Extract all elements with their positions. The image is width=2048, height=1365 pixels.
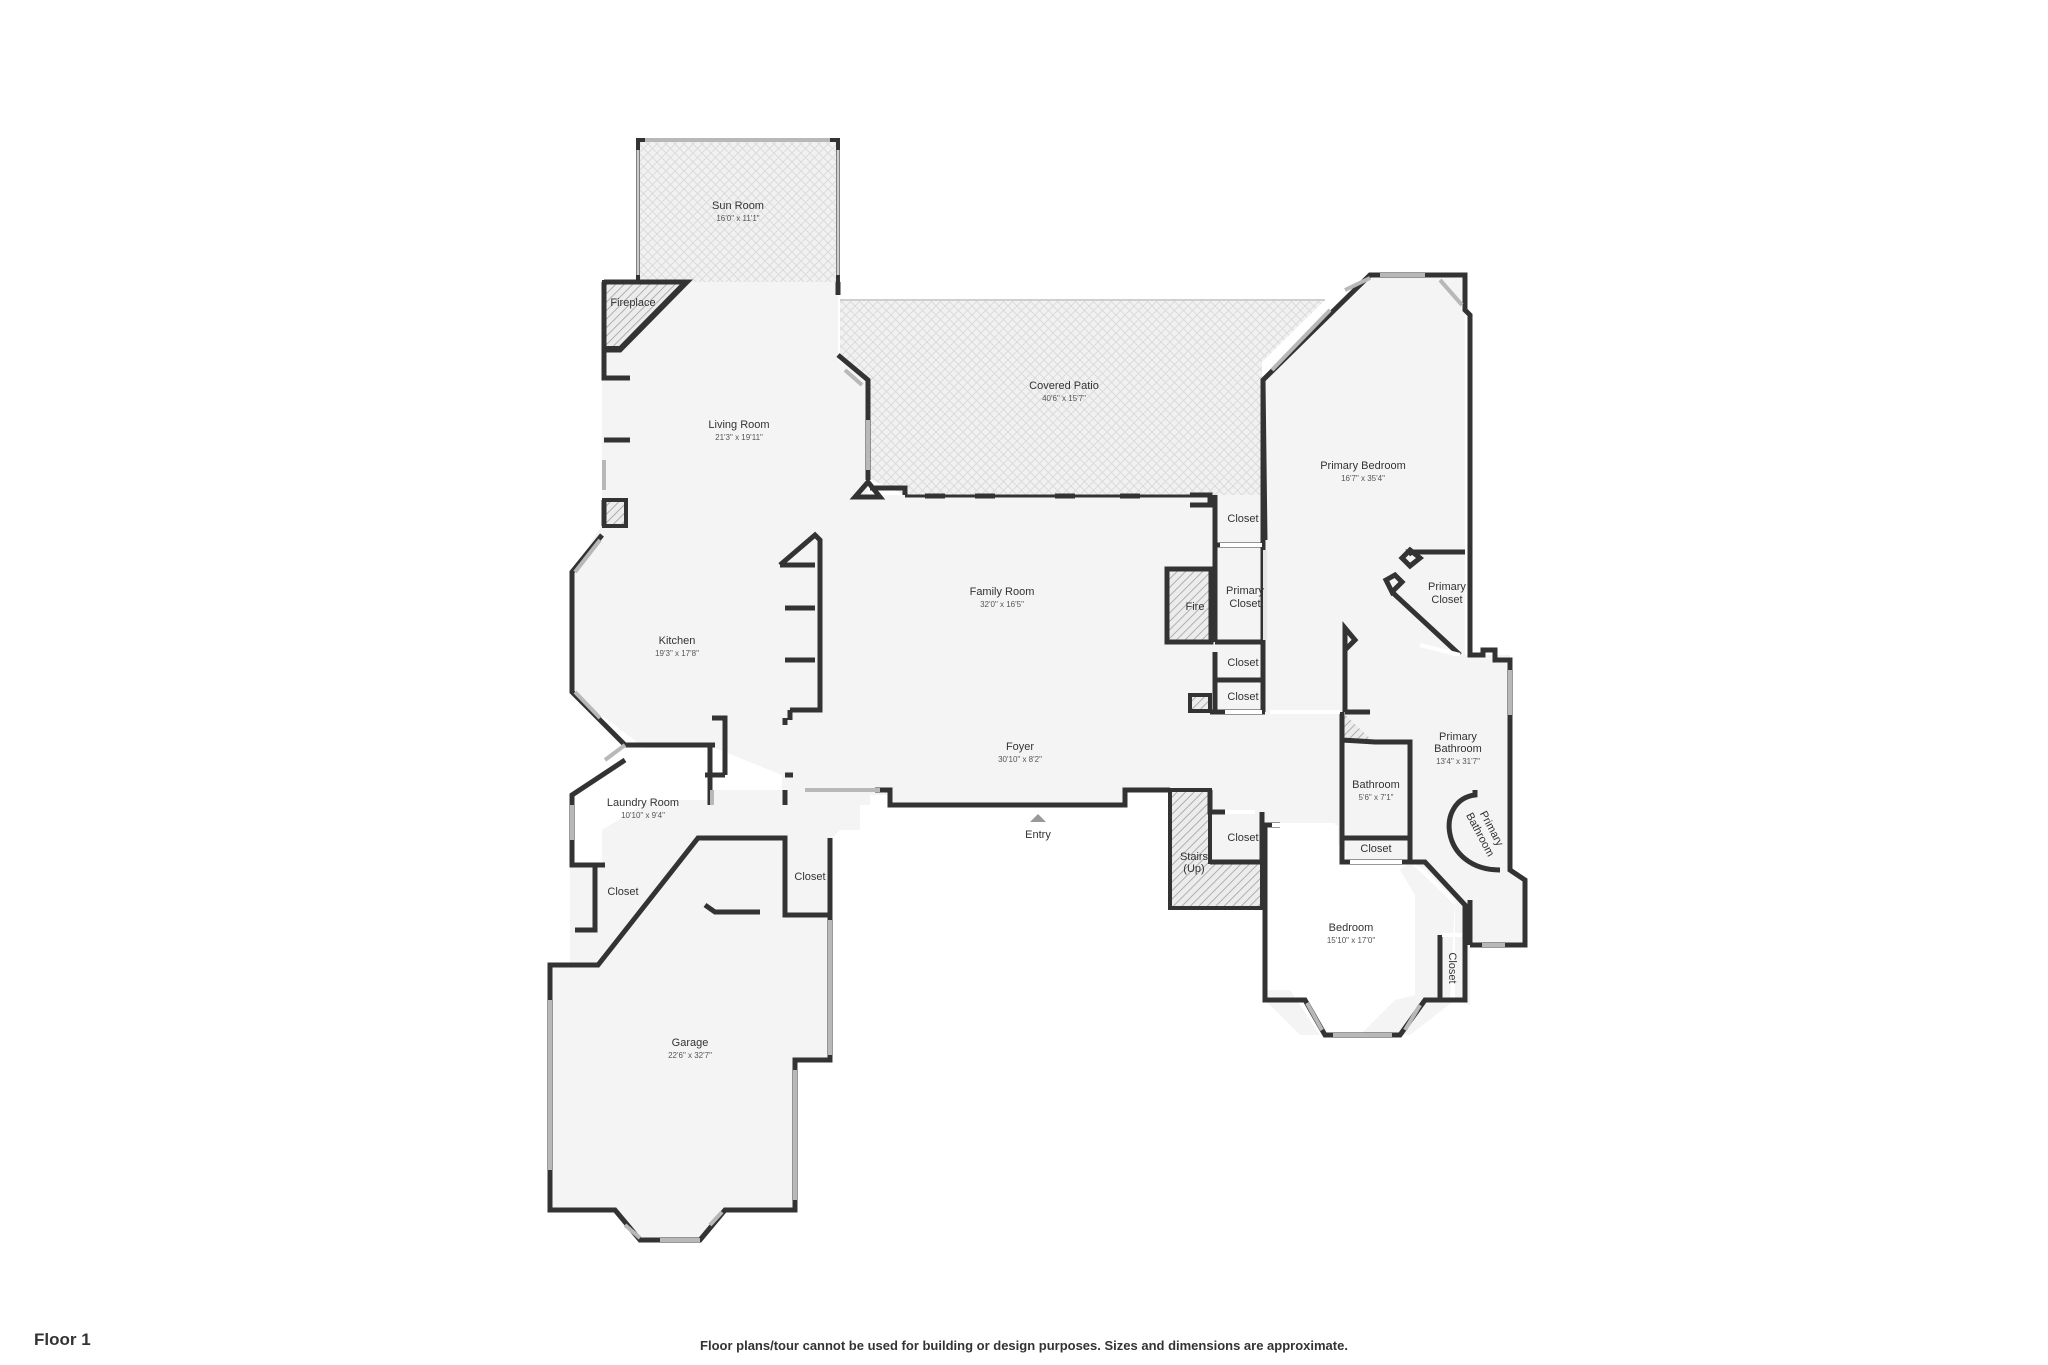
entry-label: Entry (1025, 829, 1051, 841)
primary-bathroom-name-2: Bathroom (1434, 743, 1482, 755)
primary-closet-right-name-1: Primary (1428, 581, 1466, 593)
windows (548, 273, 1512, 1242)
closet-pillar (1188, 693, 1212, 713)
primary-closet-mid-name-2: Closet (1229, 598, 1260, 610)
sun-room (636, 138, 840, 282)
family-room-dim: 32'0" x 16'5" (980, 600, 1024, 609)
bedroom-name: Bedroom (1329, 922, 1374, 934)
stairs-name-1: Stairs (1180, 851, 1209, 863)
fire-label: Fire (1186, 601, 1205, 613)
living-room-name: Living Room (708, 419, 769, 431)
closet-label-7: Closet (607, 886, 638, 898)
closet-label-8-group: Closet (1446, 952, 1458, 983)
kitchen-name: Kitchen (659, 635, 696, 647)
closet-label-1: Closet (1227, 513, 1258, 525)
walls (547, 272, 1528, 1243)
closet-label-4: Closet (1227, 832, 1258, 844)
closet-label-5: Closet (1360, 843, 1391, 855)
closet-label-8: Closet (1446, 952, 1458, 983)
bathroom-corner-hatch (1342, 712, 1374, 742)
garage-name: Garage (672, 1037, 709, 1049)
room-labels: Sun Room 16'0" x 11'1" Covered Patio 40'… (607, 200, 1506, 1060)
disclaimer-text: Floor plans/tour cannot be used for buil… (700, 1338, 1348, 1353)
sun-room-name: Sun Room (712, 200, 764, 212)
primary-bathroom-name-1: Primary (1439, 731, 1477, 743)
bathroom-dim: 5'6" x 7'1" (1359, 793, 1394, 802)
living-pillar (602, 498, 628, 528)
covered-patio (840, 299, 1325, 495)
primary-bathroom-dim: 13'4" x 31'7" (1436, 757, 1480, 766)
laundry-room-name: Laundry Room (607, 797, 679, 809)
bathroom-name: Bathroom (1352, 779, 1400, 791)
primary-bedroom-dim: 16'7" x 35'4" (1341, 474, 1385, 483)
fireplace-label: Fireplace (610, 297, 655, 309)
sun-room-dim: 16'0" x 11'1" (716, 214, 759, 223)
house-floor (550, 275, 1525, 1240)
floor-label: Floor 1 (34, 1330, 91, 1349)
garage-dim: 22'6" x 32'7" (668, 1051, 712, 1060)
family-room-name: Family Room (970, 586, 1035, 598)
covered-patio-name: Covered Patio (1029, 380, 1099, 392)
primary-closet-mid-name-1: Primary (1226, 585, 1264, 597)
covered-patio-dim: 40'6" x 15'7" (1042, 394, 1086, 403)
primary-bedroom-name: Primary Bedroom (1320, 460, 1406, 472)
foyer-name: Foyer (1006, 741, 1034, 753)
foyer-dim: 30'10" x 8'2" (998, 755, 1042, 764)
bedroom-dim: 15'10" x 17'0" (1327, 936, 1375, 945)
primary-closet-right-name-2: Closet (1431, 594, 1462, 606)
closet-label-2: Closet (1227, 657, 1258, 669)
closet-label-3: Closet (1227, 691, 1258, 703)
living-room-dim: 21'3" x 19'11" (715, 433, 763, 442)
entry-arrow-icon (1030, 814, 1046, 822)
kitchen-dim: 19'3" x 17'8" (655, 649, 699, 658)
closet-label-6: Closet (794, 871, 825, 883)
laundry-room-dim: 10'10" x 9'4" (621, 811, 665, 820)
fire-hatch (1164, 566, 1214, 645)
stairs-name-2: (Up) (1183, 863, 1204, 875)
